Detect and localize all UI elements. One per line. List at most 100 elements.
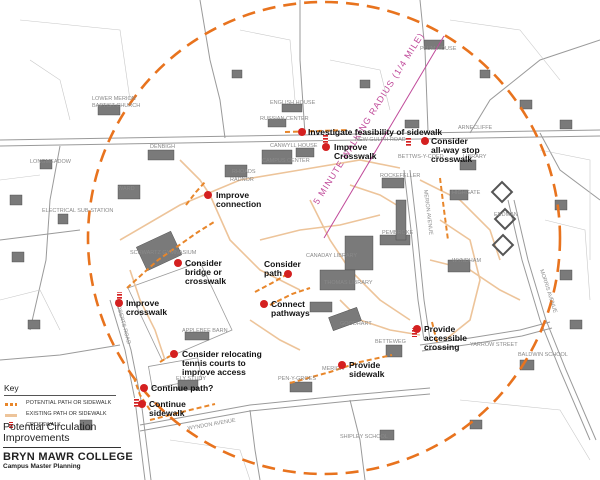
label-radnor: RADNOR — [230, 177, 254, 183]
road-wyndon-avenue — [139, 387, 431, 426]
building-canaday-library — [344, 235, 374, 271]
annotation-line: Improve — [126, 298, 159, 308]
road-north-3 — [419, 0, 429, 132]
road-merion-avenue — [403, 169, 425, 341]
annotation-line: crossing — [424, 342, 459, 352]
label-canaday-library: CANADAY LIBRARY — [306, 253, 357, 259]
marker-continue-sidewalk — [138, 400, 146, 408]
label-ely-study: ELY STUDY — [176, 376, 206, 382]
label-thomas-library: THOMAS LIBRARY — [324, 280, 373, 286]
building-house — [479, 69, 491, 79]
title-divider — [3, 447, 121, 448]
road-yarrow-street — [419, 321, 551, 346]
marker-improve-crosswalk-north — [322, 143, 330, 151]
existing-path — [129, 269, 166, 361]
road-wyndon-avenue-edge — [139, 393, 431, 432]
parcel-line — [19, 19, 131, 101]
annotation-line: Provide — [424, 324, 455, 334]
label-campus-center: CAMPUS CENTER — [262, 158, 310, 164]
proposed-path-relocate — [159, 355, 171, 363]
legend-label: CROSSWALK — [26, 422, 61, 428]
building-house — [559, 119, 573, 130]
marker-consider-path — [284, 270, 292, 278]
existing-path-swatch — [5, 414, 17, 417]
crosswalk-marker — [406, 138, 411, 147]
label-ward: WARD — [118, 186, 135, 192]
building-applebee-barn — [184, 331, 210, 341]
label-lower-merion-baptist-line2: BAPTIST CHURCH — [92, 103, 140, 109]
erdman-unit — [490, 180, 514, 204]
annotation-line: connection — [216, 199, 261, 209]
building-north-house — [404, 119, 420, 129]
annotation-line: sidewalk — [349, 369, 385, 379]
building-substation — [57, 213, 69, 225]
road-northwest — [29, 145, 61, 331]
proposed-path-wyndon — [149, 403, 216, 421]
label-yarrow-street: YARROW STREET — [470, 342, 518, 348]
label-pen-y-groes: PEN-Y-GROES — [278, 376, 316, 382]
label-plum-house: PLUM HOUSE — [420, 46, 457, 52]
road-south-2 — [249, 409, 261, 480]
annotation-line: crosswalk — [185, 276, 226, 286]
legend-title: Key — [4, 383, 19, 393]
legend-item-proposed: POTENTIAL PATH OR SIDEWALK — [2, 399, 152, 410]
building-house — [11, 251, 25, 263]
road-merion-avenue-edge — [409, 169, 431, 341]
label-denbigh: DENBIGH — [150, 144, 175, 150]
parcel-line — [449, 19, 561, 81]
building-thomas-library — [319, 269, 356, 291]
marker-bridge — [174, 259, 182, 267]
building-pembroke-wing — [395, 199, 407, 241]
annotation-line: Crosswalk — [334, 151, 377, 161]
parcel-line — [459, 399, 591, 461]
label-highgate: HIGHGATE — [452, 190, 481, 196]
proposed-path-swatch — [5, 403, 17, 406]
label-goodhart: GOODHART — [340, 321, 372, 327]
building-highgate — [449, 189, 469, 201]
existing-path — [439, 219, 481, 341]
proposed-path-connect-pathways — [269, 287, 311, 306]
building-pembroke — [379, 234, 411, 246]
annotation-line: tennis courts to — [182, 358, 246, 368]
road-yarrow-street-edge — [421, 327, 553, 352]
building-plum-house — [423, 39, 445, 50]
walking-radius-label: 5 MINUTE WALKING RADIUS (1/4 MILE) — [311, 31, 426, 207]
existing-path — [179, 159, 211, 196]
label-betteweg: BETTEWEG — [375, 339, 406, 345]
building-canwyll-house — [295, 147, 315, 158]
annotation-line: all-way stop — [431, 145, 480, 155]
building-russian-center — [267, 118, 287, 128]
annotation-line: bridge or — [185, 267, 223, 277]
building-denbigh — [147, 149, 175, 161]
label-rhoads: RHOADS — [232, 169, 256, 175]
tennis-courts — [148, 357, 202, 389]
marker-improve-connection — [204, 191, 212, 199]
label-longmeadow: LONGMEADOW — [30, 159, 72, 165]
annotation-line: Improve — [334, 142, 367, 152]
fields — [127, 261, 233, 389]
marker-improve-crosswalk-west — [115, 299, 123, 307]
crosswalk-marker — [117, 292, 122, 301]
building-house — [39, 159, 53, 170]
crosswalk-marker — [323, 134, 328, 143]
proposed-path-west — [126, 221, 215, 289]
label-baldwin-school: BALDWIN SCHOOL — [518, 352, 568, 358]
building-goodhart — [328, 307, 362, 331]
proposed-path-east — [439, 177, 449, 241]
building-house — [79, 419, 93, 431]
label-erdman: ERDMAN — [494, 212, 518, 218]
label-lower-merion-baptist-line1: LOWER MERION — [92, 96, 136, 102]
parcel-line — [0, 289, 61, 331]
proposed-path-southwest — [133, 377, 151, 411]
marker-continue-path — [140, 384, 148, 392]
building-english-house — [281, 103, 303, 113]
building-campus-center — [261, 149, 293, 165]
road-east-1 — [539, 132, 600, 201]
annotation-labels: Investigate feasibility of sidewalk Impr… — [126, 127, 480, 418]
marker-all-way-stop — [421, 137, 429, 145]
proposed-path-connection — [185, 181, 206, 206]
